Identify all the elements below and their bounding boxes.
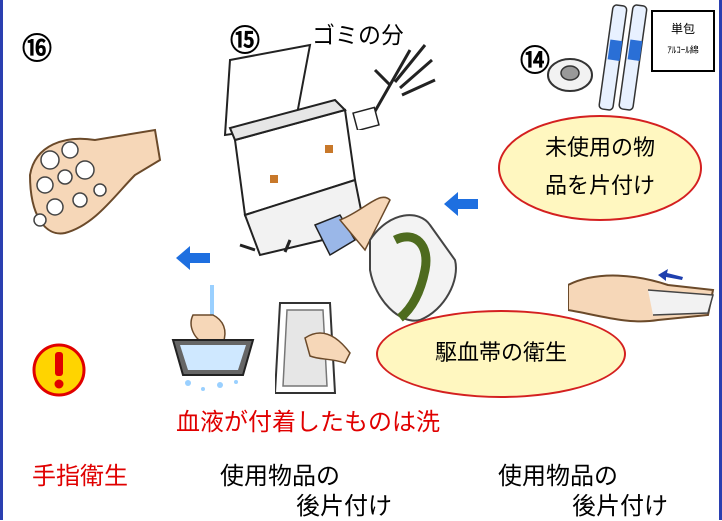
tape-roll-icon (547, 58, 593, 92)
package-label-line1: 単包 (670, 22, 695, 36)
washing-tray-icon (171, 285, 255, 391)
package-label-line2: ｱﾙｺｰﾙ綿 (667, 46, 699, 56)
unused-items-bubble: 未使用の物 品を片付け (498, 115, 702, 221)
hand-hygiene-label: 手指衛生 (32, 462, 128, 490)
warning-icon (32, 343, 86, 397)
trash-bin-icon (223, 43, 391, 257)
empty-tray-icon (275, 302, 351, 394)
sort-label: ゴミの分 (312, 23, 404, 49)
cleanup-label-2-line2: 後片付け (572, 492, 668, 520)
left-arrow-icon (176, 246, 210, 270)
step-number-16: ⑯ (22, 32, 52, 67)
cleanup-label-1-line1: 使用物品の (220, 462, 340, 490)
syringe-icon (598, 4, 648, 111)
hand-washing-icon (28, 128, 162, 235)
glove-removal-icon (568, 269, 715, 323)
glove-hand-icon (352, 44, 436, 130)
cleanup-label-1-line2: 後片付け (296, 492, 392, 520)
tourniquet-icon (369, 214, 457, 322)
cleanup-label-2-line1: 使用物品の (498, 462, 618, 490)
alcohol-swab-package-icon: 単包 ｱﾙｺｰﾙ綿 (651, 10, 715, 72)
unused-items-text: 未使用の物 品を片付け (544, 136, 655, 199)
tourniquet-hygiene-text: 駆血帯の衛生 (434, 341, 567, 366)
warning-text: 血液が付着したものは洗 (176, 408, 440, 436)
step-number-15: ⑮ (230, 24, 260, 59)
tourniquet-hygiene-bubble: 駆血帯の衛生 (376, 310, 626, 398)
step-number-14: ⑭ (520, 44, 550, 79)
left-arrow-icon (444, 192, 478, 216)
